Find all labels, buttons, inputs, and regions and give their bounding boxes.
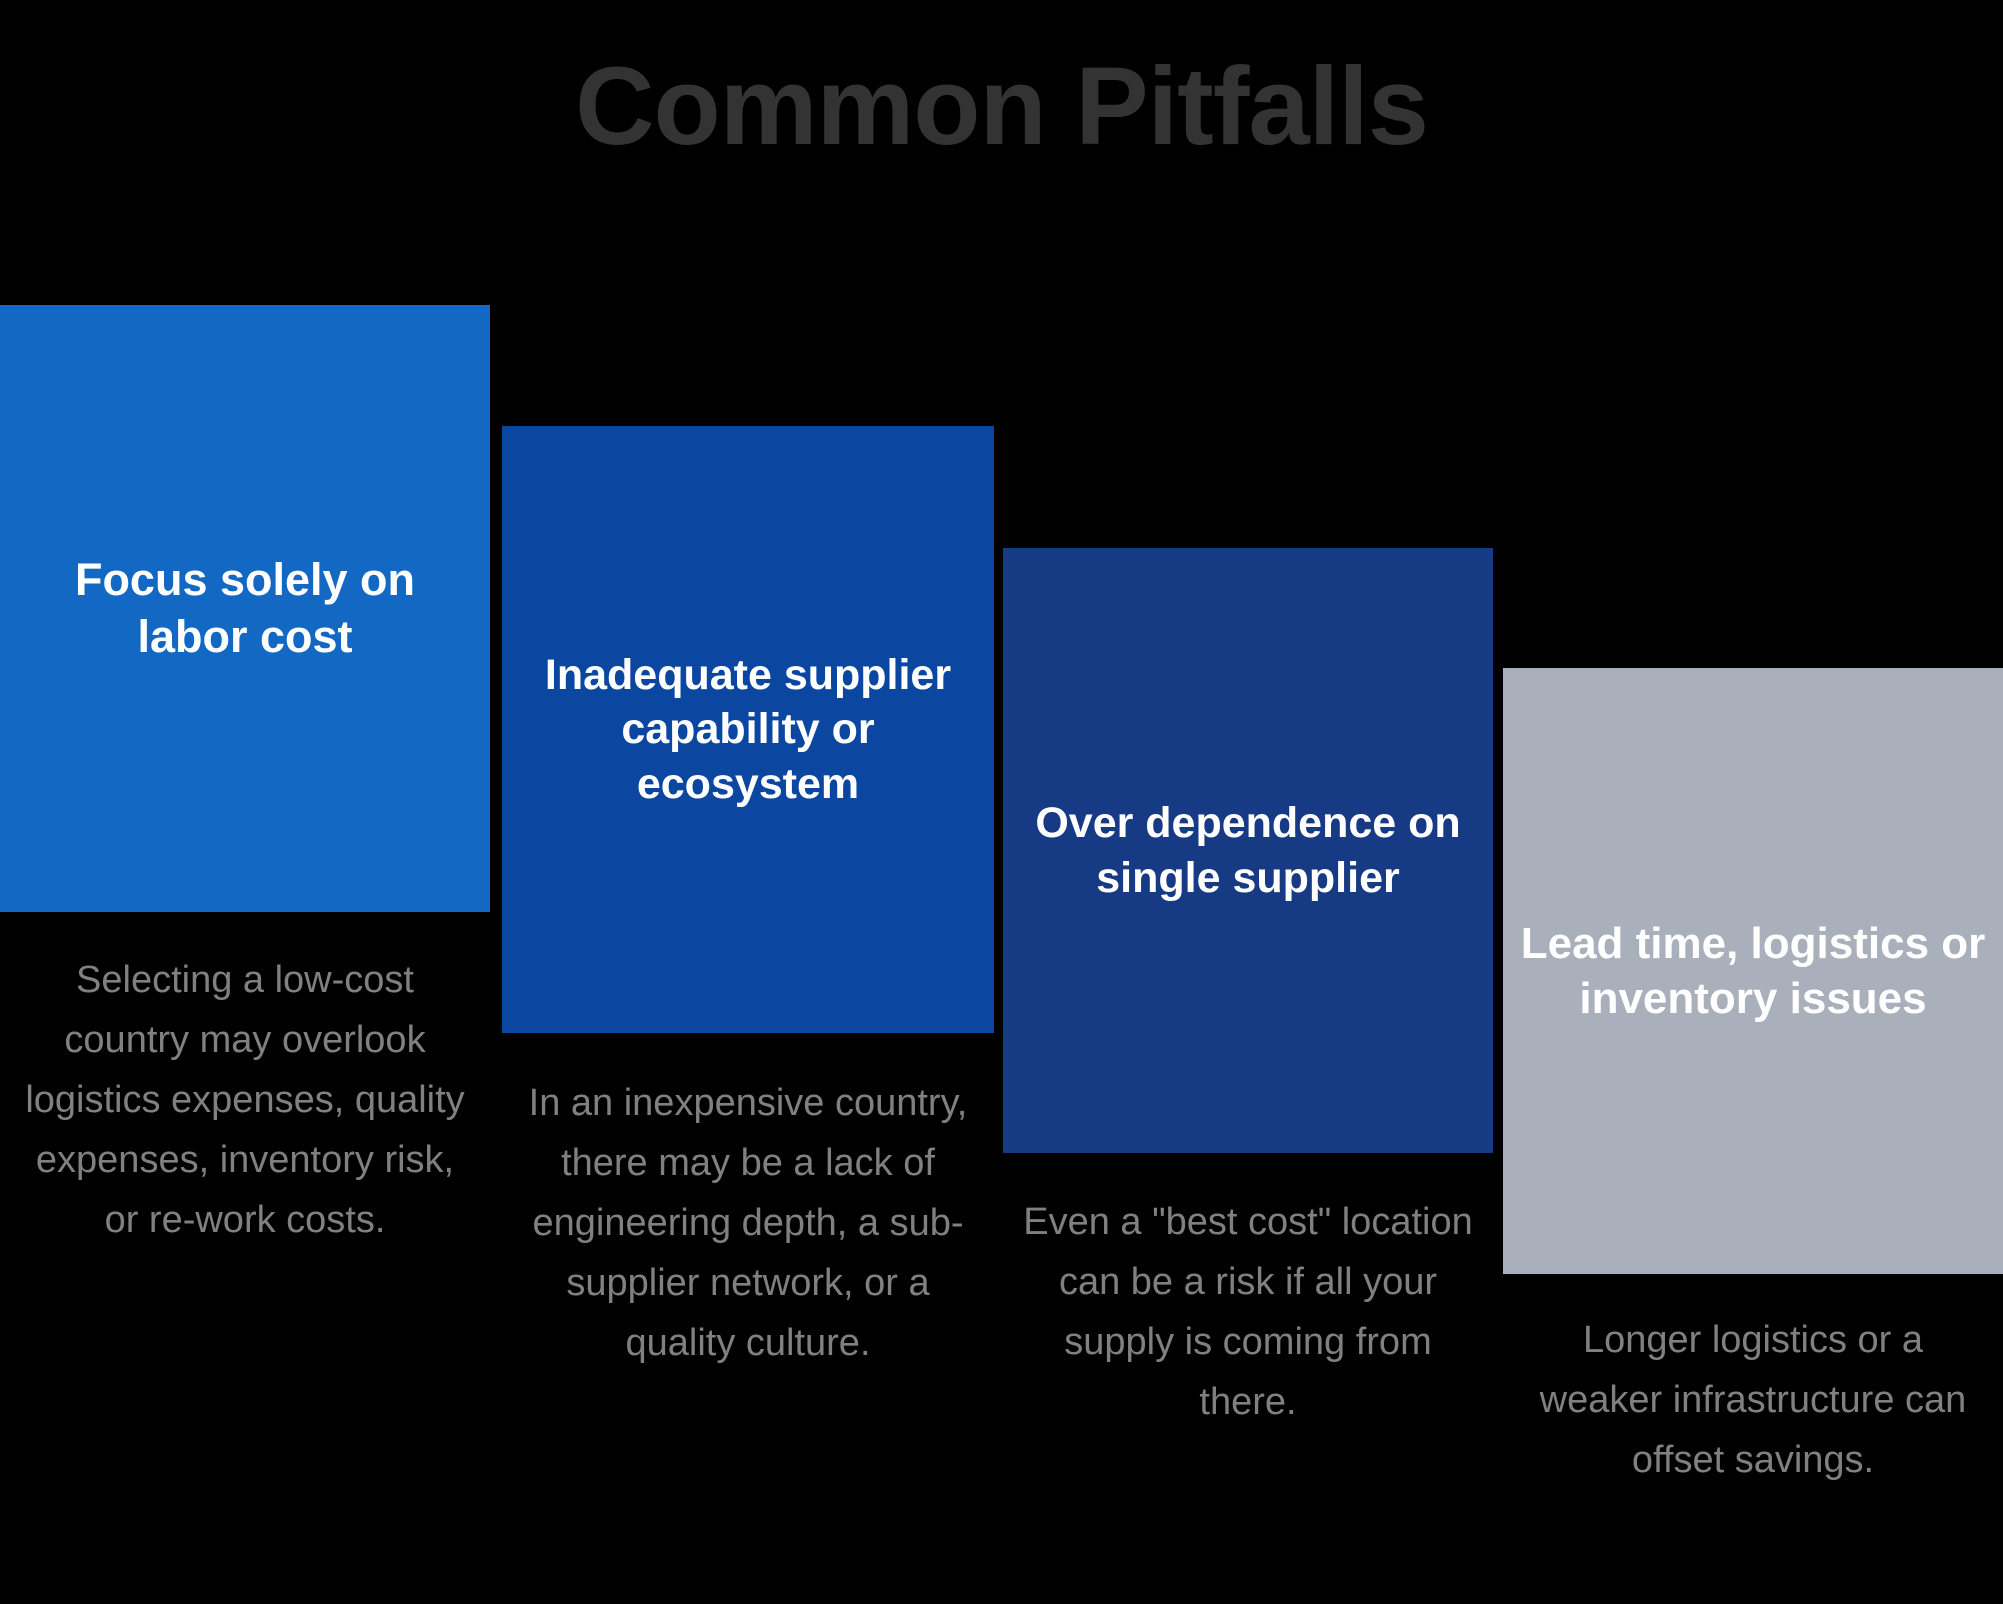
- pitfall-description-1: Selecting a low-cost country may overloo…: [25, 959, 465, 1242]
- pitfall-title-1: Focus solely on labor cost: [74, 553, 416, 662]
- pitfall-box-2[interactable]: Inadequate supplier capability or ecosys…: [502, 426, 994, 1033]
- pitfall-title-2: Inadequate supplier capability or ecosys…: [544, 651, 952, 808]
- pitfall-box-4[interactable]: Lead time, logistics or inventory issues: [1503, 668, 2003, 1274]
- pitfall-box-3[interactable]: Over dependence on single supplier: [1003, 548, 1493, 1153]
- pitfall-column-2: Inadequate supplier capability or ecosys…: [502, 0, 994, 1604]
- pitfall-description-3: Even a "best cost" location can be a ris…: [1023, 1201, 1473, 1424]
- pitfall-description-4: Longer logistics or a weaker infrastruct…: [1539, 1319, 1967, 1482]
- page-title: Common Pitfalls: [575, 45, 1429, 168]
- pitfall-description-2: In an inexpensive country, there may be …: [528, 1082, 968, 1365]
- pitfall-column-3: Over dependence on single supplier Even …: [1003, 0, 1493, 1604]
- pitfall-title-4: Lead time, logistics or inventory issues: [1520, 918, 1986, 1023]
- pitfall-box-1[interactable]: Focus solely on labor cost: [0, 305, 490, 912]
- pitfall-title-3: Over dependence on single supplier: [1035, 799, 1461, 902]
- pitfall-column-4: Lead time, logistics or inventory issues…: [1503, 0, 2003, 1604]
- pitfall-column-1: Focus solely on labor cost Selecting a l…: [0, 0, 490, 1604]
